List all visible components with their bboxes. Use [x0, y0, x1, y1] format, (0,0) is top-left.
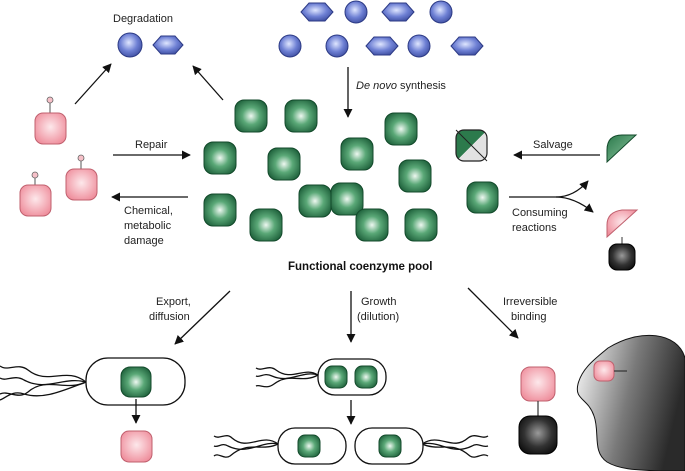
- irreversible-label-line1: Irreversible: [503, 296, 557, 308]
- coenzyme: [404, 208, 438, 242]
- bound-coenzyme: [593, 360, 615, 382]
- coenzyme: [249, 208, 283, 242]
- precursor-sphere: [325, 34, 349, 58]
- coenzyme: [234, 99, 268, 133]
- coenzyme: [330, 182, 364, 216]
- precursor-sphere: [407, 34, 431, 58]
- exported-coenzyme: [120, 430, 153, 463]
- coenzyme: [284, 99, 318, 133]
- damage-adduct: [77, 154, 85, 162]
- precursor-hexagon: [450, 36, 484, 56]
- precursor-molecules: [278, 0, 484, 58]
- coenzyme-in-cell: [354, 365, 378, 389]
- damaged-coenzyme: [34, 112, 67, 145]
- coenzyme: [298, 184, 332, 218]
- salvage-fragments: [455, 129, 638, 164]
- chemical-damage-line1: Chemical,: [124, 205, 173, 217]
- coenzyme-in-cell: [378, 434, 402, 458]
- pathway-arrows: [74, 63, 600, 345]
- damaged-coenzyme: [19, 184, 52, 217]
- growth-daughter-cell-right: [354, 427, 489, 465]
- flagella: [0, 377, 87, 386]
- growth-daughter-cell-left: [213, 427, 347, 465]
- consuming-arrow-branch: [555, 196, 594, 213]
- consuming-arrow-stem: [509, 180, 589, 198]
- growth-label-line2: (dilution): [357, 311, 399, 323]
- coenzyme: [203, 193, 237, 227]
- flagella: [0, 365, 87, 383]
- growth-label-line1: Growth: [361, 296, 396, 308]
- precursor-hexagon: [365, 36, 399, 56]
- damage-adduct: [31, 171, 39, 179]
- chemical-damage-line2: metabolic: [124, 220, 172, 232]
- flagella: [0, 381, 87, 396]
- coenzyme-in-cell: [120, 366, 152, 398]
- consuming-reactions-line1: Consuming: [512, 207, 568, 219]
- export-label-line1: Export,: [156, 296, 191, 308]
- de-novo-rest: synthesis: [397, 80, 446, 92]
- consumed-products: [606, 209, 639, 271]
- export-arrow: [174, 290, 231, 345]
- export-cell: [0, 357, 186, 406]
- de-novo-italic: De novo: [356, 80, 397, 92]
- damaged-coenzymes: [19, 96, 98, 217]
- binding-enzyme: [518, 415, 558, 455]
- pool-title: Functional coenzyme pool: [288, 261, 432, 273]
- degradation-hexagon: [152, 35, 184, 55]
- degradation-products: [117, 32, 184, 58]
- coenzyme-in-cell: [297, 434, 321, 458]
- coenzyme: [267, 147, 301, 181]
- precursor-sphere: [429, 0, 453, 24]
- consuming-reactions-line2: reactions: [512, 222, 557, 234]
- degradation-label: Degradation: [113, 13, 173, 25]
- salvage-fragment: [606, 134, 638, 164]
- coenzyme: [340, 137, 374, 171]
- degradation-arrow-right: [192, 65, 224, 101]
- binding-protein: [576, 334, 685, 471]
- consumed-fragment: [606, 209, 639, 239]
- bound-coenzyme: [520, 366, 556, 402]
- damaged-coenzyme: [65, 168, 98, 201]
- degradation-sphere: [117, 32, 143, 58]
- repair-label: Repair: [135, 139, 168, 151]
- binding-arrow: [467, 287, 519, 339]
- coenzyme: [203, 141, 237, 175]
- irreversible-complex-protein: [576, 334, 685, 471]
- precursor-sphere: [344, 0, 368, 24]
- precursor-hexagon: [300, 2, 334, 22]
- irreversible-complex-small: [518, 366, 558, 455]
- coenzyme-in-cell: [324, 365, 348, 389]
- coenzyme: [384, 112, 418, 146]
- irreversible-label-line2: binding: [511, 311, 546, 323]
- enzyme-subunit: [608, 243, 636, 271]
- damage-adduct: [46, 96, 54, 104]
- degradation-arrow-left: [74, 63, 112, 105]
- chemical-damage-line3: damage: [124, 235, 164, 247]
- export-label-line2: diffusion: [149, 311, 190, 323]
- coenzyme: [466, 181, 499, 214]
- precursor-sphere: [278, 34, 302, 58]
- coenzyme: [398, 159, 432, 193]
- salvage-label: Salvage: [533, 139, 573, 151]
- precursor-hexagon: [381, 2, 415, 22]
- de-novo-synthesis-label: De novo synthesis: [356, 80, 446, 92]
- coenzyme: [355, 208, 389, 242]
- coenzyme-pool: [203, 99, 499, 242]
- flagella: [0, 381, 87, 401]
